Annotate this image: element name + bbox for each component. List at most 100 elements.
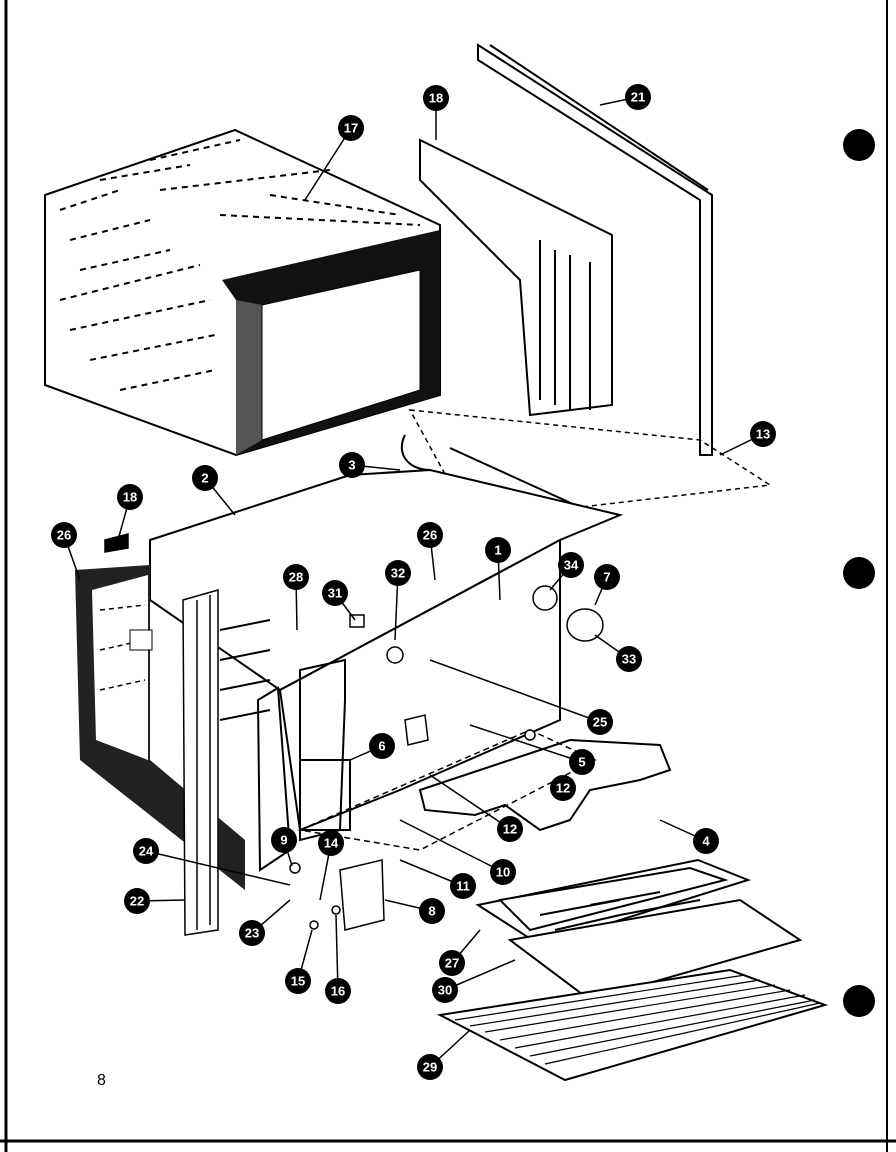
callout-29: 29 — [417, 1054, 443, 1080]
callout-label: 8 — [428, 904, 435, 919]
callout-26: 26 — [51, 522, 77, 548]
oven-rack — [436, 968, 829, 1082]
callout-badge — [117, 484, 143, 510]
page-number: 8 — [97, 1072, 106, 1089]
callout-badge — [558, 552, 584, 578]
callout-badge — [439, 950, 465, 976]
callout-label: 4 — [702, 834, 710, 849]
callout-7: 7 — [594, 564, 620, 590]
callout-badge — [417, 522, 443, 548]
callout-badge — [497, 816, 523, 842]
callout-badge — [283, 564, 309, 590]
callout-25: 25 — [587, 709, 613, 735]
bottom-liner — [297, 729, 597, 851]
broiler-insert — [507, 898, 803, 1002]
callout-27: 27 — [439, 950, 465, 976]
callout-32: 32 — [385, 560, 411, 586]
bake-element — [418, 738, 672, 832]
callout-28: 28 — [283, 564, 309, 590]
callout-badge — [450, 873, 476, 899]
callout-label: 14 — [324, 836, 339, 851]
callout-label: 3 — [348, 458, 355, 473]
callout-16: 16 — [325, 978, 351, 1004]
callout-badge — [339, 452, 365, 478]
callout-13: 13 — [750, 421, 776, 447]
callout-label: 12 — [556, 781, 570, 796]
callout-label: 1 — [494, 543, 501, 558]
callout-badge — [338, 115, 364, 141]
callout-badge — [322, 580, 348, 606]
callout-21: 21 — [625, 84, 651, 110]
callout-label: 22 — [130, 894, 144, 909]
callout-badge — [417, 1054, 443, 1080]
binder-hole-middle — [843, 557, 875, 589]
binder-hole-bottom — [843, 985, 875, 1017]
callout-badge — [285, 968, 311, 994]
callout-label: 2 — [201, 471, 208, 486]
callout-6: 6 — [369, 733, 395, 759]
callout-17: 17 — [338, 115, 364, 141]
callout-18: 18 — [117, 484, 143, 510]
callout-label: 32 — [391, 566, 405, 581]
callout-label: 5 — [578, 755, 585, 770]
callout-label: 31 — [328, 586, 342, 601]
callout-badge — [419, 898, 445, 924]
callout-8: 8 — [419, 898, 445, 924]
callout-label: 26 — [57, 528, 71, 543]
callout-30: 30 — [432, 977, 458, 1003]
callout-label: 18 — [429, 91, 443, 106]
callout-badge — [423, 85, 449, 111]
callout-label: 28 — [289, 570, 303, 585]
callout-badge — [432, 977, 458, 1003]
callout-2: 2 — [192, 465, 218, 491]
callout-11: 11 — [450, 873, 476, 899]
binder-hole-top — [843, 129, 875, 161]
callout-3: 3 — [339, 452, 365, 478]
callout-label: 23 — [245, 926, 259, 941]
broiler-pan — [475, 858, 751, 947]
callout-label: 13 — [756, 427, 770, 442]
hardware-parts — [104, 533, 604, 931]
callout-label: 29 — [423, 1060, 437, 1075]
callout-label: 24 — [139, 844, 154, 859]
callout-18: 18 — [423, 85, 449, 111]
callout-label: 7 — [603, 570, 610, 585]
callout-badge — [550, 775, 576, 801]
callout-badge — [625, 84, 651, 110]
callout-label: 6 — [378, 739, 385, 754]
callout-badge — [271, 827, 297, 853]
callout-5: 5 — [569, 749, 595, 775]
callout-label: 11 — [456, 879, 470, 894]
callout-label: 34 — [564, 558, 579, 573]
callout-label: 15 — [291, 974, 305, 989]
shelf-guides — [219, 619, 271, 721]
callout-badge — [490, 859, 516, 885]
callout-12: 12 — [497, 816, 523, 842]
callout-label: 17 — [344, 121, 358, 136]
callout-badge — [385, 560, 411, 586]
oven-cavity — [149, 468, 624, 872]
callout-badge — [133, 838, 159, 864]
callout-badge — [192, 465, 218, 491]
callout-26: 26 — [417, 522, 443, 548]
callout-label: 26 — [423, 528, 437, 543]
callout-10: 10 — [490, 859, 516, 885]
door-latch — [129, 629, 153, 651]
callout-23: 23 — [239, 920, 265, 946]
callout-badge — [693, 828, 719, 854]
callout-15: 15 — [285, 968, 311, 994]
callout-badge — [239, 920, 265, 946]
callout-label: 12 — [503, 822, 517, 837]
callout-badge — [485, 537, 511, 563]
callout-label: 33 — [622, 652, 636, 667]
callout-34: 34 — [558, 552, 584, 578]
callout-badge — [616, 646, 642, 672]
callout-label: 21 — [631, 90, 645, 105]
callout-label: 18 — [123, 490, 137, 505]
callout-label: 10 — [496, 865, 510, 880]
callout-badge — [124, 888, 150, 914]
callout-badge — [594, 564, 620, 590]
callout-31: 31 — [322, 580, 348, 606]
